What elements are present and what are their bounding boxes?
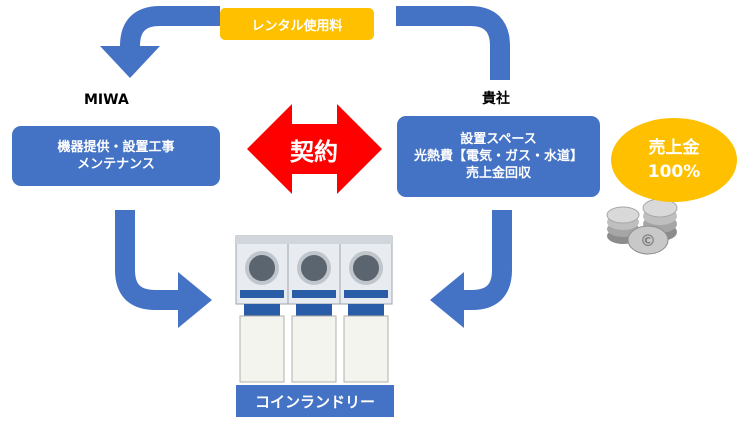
client-line-3: 売上金回収 bbox=[465, 166, 531, 181]
client-box: 設置スペース 光熱費【電気・ガス・水道】 売上金回収 bbox=[397, 116, 600, 197]
miwa-box: 機器提供・設置工事 メンテナンス bbox=[12, 126, 220, 186]
arrow-client-to-fee bbox=[396, 6, 510, 80]
arrow-miwa-to-laundry bbox=[115, 210, 180, 310]
client-title: 貴社 bbox=[482, 91, 510, 107]
arrow-fee-to-miwa bbox=[120, 6, 220, 48]
arrow-miwa-to-laundry-head bbox=[178, 272, 212, 328]
svg-text:©: © bbox=[640, 231, 656, 250]
rental-fee-label: レンタル使用料 bbox=[220, 8, 374, 40]
arrow-client-to-laundry-head bbox=[430, 272, 464, 328]
miwa-line-1: 機器提供・設置工事 bbox=[57, 140, 175, 155]
coin-laundry-label: コインランドリー bbox=[236, 385, 394, 417]
contract-arrow bbox=[247, 104, 382, 194]
miwa-line-2: メンテナンス bbox=[77, 157, 155, 172]
miwa-title: MIWA bbox=[84, 92, 129, 108]
sales-line-2: 100% bbox=[647, 162, 701, 182]
client-line-2: 光熱費【電気・ガス・水道】 bbox=[413, 149, 583, 164]
sales-bubble: 売上金 100% bbox=[611, 118, 737, 202]
contract-label: 契約 bbox=[290, 137, 338, 166]
coin-stack-icon: © bbox=[606, 198, 678, 255]
washing-machine-icon bbox=[235, 235, 393, 383]
client-line-1: 設置スペース bbox=[460, 132, 537, 147]
sales-line-1: 売上金 bbox=[648, 138, 700, 158]
arrow-client-to-laundry bbox=[462, 210, 512, 310]
arrow-fee-to-miwa-head bbox=[100, 46, 160, 78]
